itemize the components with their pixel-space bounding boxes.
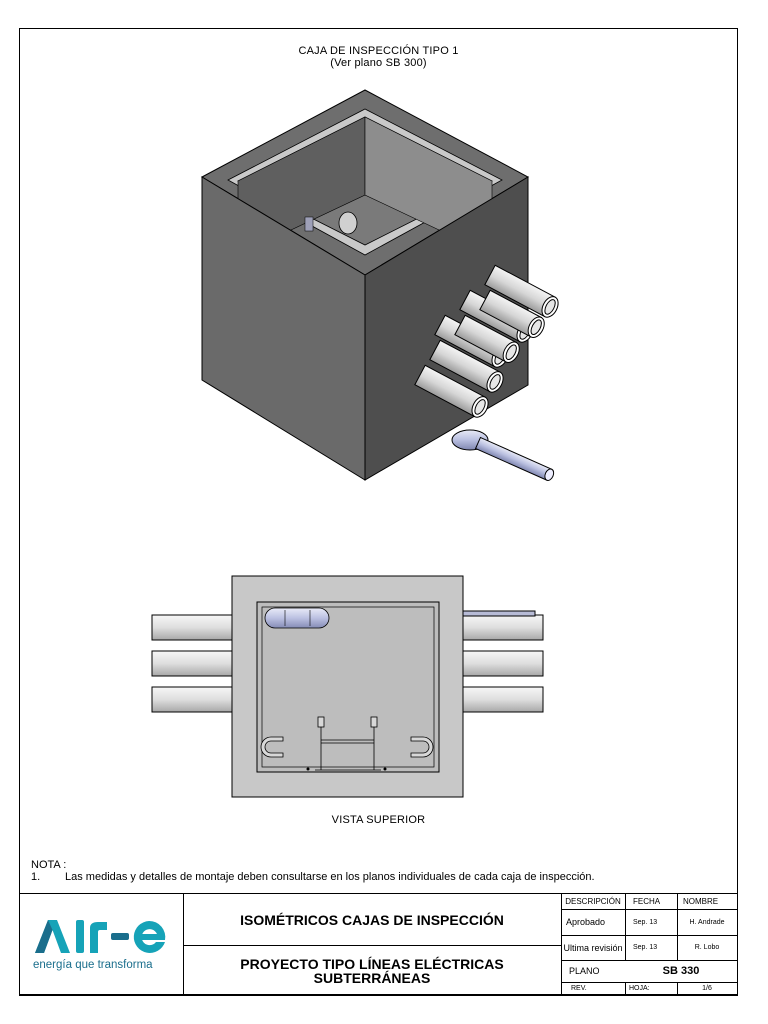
top-view-label: VISTA SUPERIOR xyxy=(331,814,426,826)
top-view-pipes xyxy=(151,610,544,713)
drawing-subtitle: (Ver plano SB 300) xyxy=(330,57,427,69)
drain-pipe xyxy=(451,429,555,481)
row-revision-label: Ultima revisión xyxy=(563,942,623,953)
project-title: PROYECTO TIPO LÍNEAS ELÉCTRICAS SUBTERRÁ… xyxy=(183,946,561,995)
company-logo: energía que transforma xyxy=(19,894,183,995)
row-revision-nombre: R. Lobo xyxy=(694,944,720,951)
note-heading: NOTA : xyxy=(31,859,67,871)
hoja-value: 1/6 xyxy=(702,985,712,992)
title-block: energía que transforma ISOMÉTRICOS CAJAS… xyxy=(19,893,738,996)
note-item-number: 1. xyxy=(31,871,41,883)
drawing-sheet-border xyxy=(19,28,738,995)
pulling-hooks xyxy=(260,736,434,758)
project-title-line2: SUBTERRÁNEAS xyxy=(313,969,431,986)
air-e-logo-mark xyxy=(35,920,166,953)
note-item-text: Las medidas y detalles de montaje deben … xyxy=(65,871,595,883)
header-descripcion: DESCRIPCIÓN xyxy=(565,897,621,906)
top-view xyxy=(151,575,544,798)
hoja-label: HOJA: xyxy=(629,985,650,992)
row-revision-fecha: Sep. 13 xyxy=(633,944,658,951)
drawing-title: CAJA DE INSPECCIÓN TIPO 1 xyxy=(298,45,459,57)
header-nombre: NOMBRE xyxy=(683,897,719,906)
conduit-pipes xyxy=(414,264,559,418)
plano-label: PLANO xyxy=(569,966,600,976)
note-item: 1. Las medidas y detalles de montaje debe… xyxy=(31,871,595,883)
logo-tagline: energía que transforma xyxy=(33,959,153,971)
project-title-line1: PROYECTO TIPO LÍNEAS ELÉCTRICAS xyxy=(240,955,504,972)
ladder-bracket xyxy=(315,716,381,771)
drawing-main-title: ISOMÉTRICOS CAJAS DE INSPECCIÓN xyxy=(240,911,504,928)
plano-code: SB 330 xyxy=(662,965,700,977)
isometric-view xyxy=(200,89,559,481)
row-aprobado-label: Aprobado xyxy=(566,917,606,927)
box-inner-floor xyxy=(256,601,440,773)
header-fecha: FECHA xyxy=(633,897,661,906)
rev-label: REV. xyxy=(571,985,587,992)
row-aprobado-nombre: H. Andrade xyxy=(689,918,725,926)
row-aprobado-fecha: Sep. 13 xyxy=(633,918,658,926)
